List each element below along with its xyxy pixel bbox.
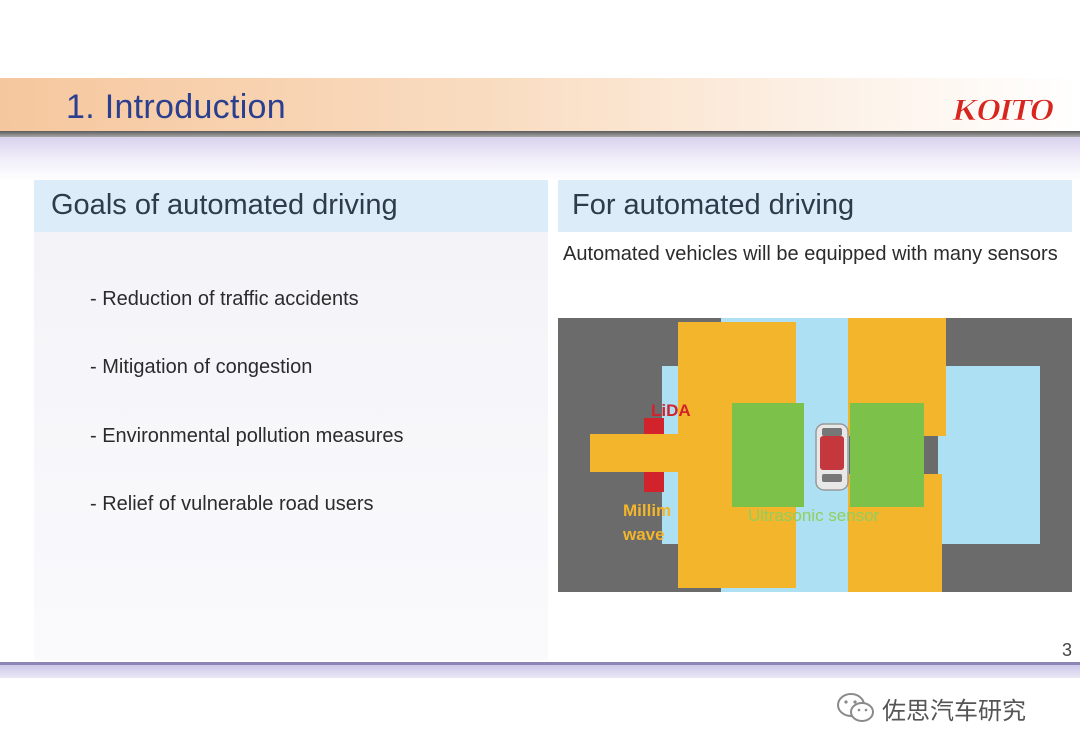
right-section-header: For automated driving <box>558 180 1072 232</box>
watermark-text: 佐思汽车研究 <box>882 697 1026 725</box>
car-icon <box>815 423 849 491</box>
left-content-panel <box>34 232 548 660</box>
left-section-header: Goals of automated driving <box>34 180 548 232</box>
title-divider <box>0 131 1080 137</box>
millimeter-wave-label-line2: wave <box>623 525 665 544</box>
side-protrusion <box>590 434 682 472</box>
sensor-subtitle: Automated vehicles will be equipped with… <box>563 243 1058 265</box>
logo-text: KOITO <box>950 92 1057 126</box>
title-divider-shade <box>0 137 1080 181</box>
ultrasonic-sensor-label: Ultrasonic sensor <box>748 506 880 525</box>
millimeter-wave-label-line1: Millim <box>623 501 672 520</box>
slide-title: 1. Introduction <box>66 88 286 126</box>
lidar-label: LiDA <box>651 401 691 420</box>
ultrasonic-zone-right <box>850 403 924 507</box>
goal-bullet: - Mitigation of congestion <box>90 356 313 378</box>
left-section-heading: Goals of automated driving <box>51 189 398 221</box>
title-bar <box>0 78 1080 132</box>
sensor-coverage-diagram: LiDA Millim wave Ultrasonic sensor <box>558 318 1072 592</box>
goal-bullet: - Reduction of traffic accidents <box>90 288 359 310</box>
right-side-coverage <box>938 366 1040 544</box>
right-section-heading: For automated driving <box>572 189 855 221</box>
goal-bullet: - Environmental pollution measures <box>90 425 404 447</box>
ultrasonic-zone-left <box>732 403 804 507</box>
koito-logo: KOITO <box>950 92 1057 126</box>
footer-bar <box>0 662 1080 678</box>
goal-bullet: - Relief of vulnerable road users <box>90 493 374 515</box>
watermark: 佐思汽车研究 <box>836 688 1056 728</box>
page-number: 3 <box>1062 640 1073 660</box>
wechat-icon <box>837 693 874 722</box>
